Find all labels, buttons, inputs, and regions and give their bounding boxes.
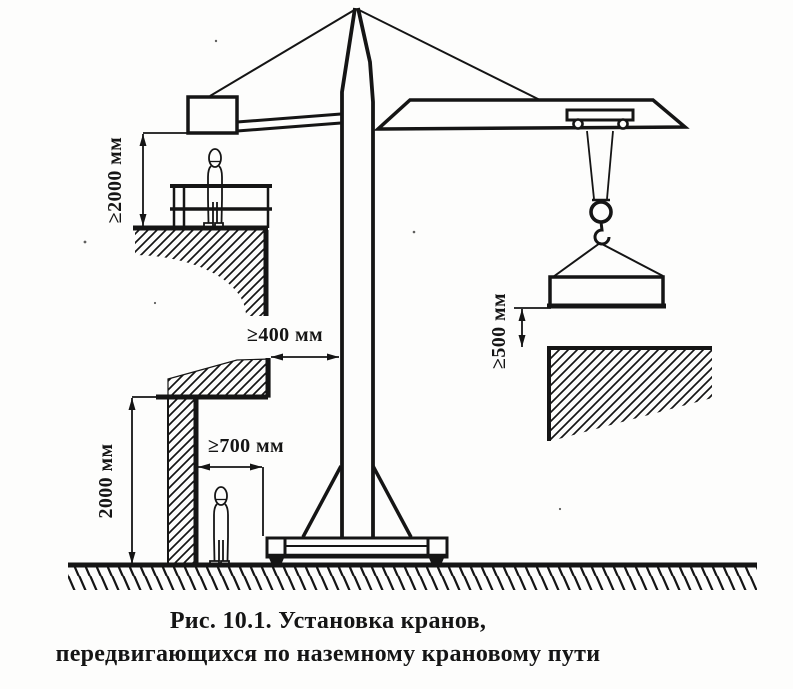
dim-label-wall-height: 2000 мм <box>95 443 117 518</box>
load-slings <box>552 242 664 278</box>
figure-caption: Рис. 10.1. Установка кранов, передвигающ… <box>56 608 601 667</box>
dimension-under-load: ≥500 мм <box>488 293 551 369</box>
platform-railing <box>170 184 272 228</box>
obstacle-below-load <box>547 346 712 441</box>
crane-mast <box>340 7 375 538</box>
dim-label-passage: ≥700 мм <box>208 435 284 457</box>
crane-base <box>265 465 449 565</box>
counter-jib <box>236 112 342 133</box>
building-overhang <box>132 358 271 400</box>
crane-jib <box>373 98 690 131</box>
caption-line-2: передвигающихся по наземному крановому п… <box>56 641 601 667</box>
person-on-ground <box>209 486 230 566</box>
jib-trolley <box>565 108 635 130</box>
dimension-wall-height: 2000 мм <box>95 398 136 564</box>
crane-top-cables <box>209 8 543 102</box>
ground <box>68 562 757 590</box>
building-upper <box>133 225 269 316</box>
dim-label-to-building: ≥400 мм <box>247 324 323 346</box>
person-on-platform <box>203 148 224 228</box>
hook-pulley <box>589 200 613 224</box>
counterweight-block <box>186 95 239 135</box>
suspended-load <box>547 275 666 309</box>
building-lower-wall <box>167 399 199 565</box>
dimension-passage: ≥700 мм <box>198 435 284 536</box>
scan-specks <box>83 39 654 511</box>
dimension-above-platform: ≥2000 мм <box>104 132 188 226</box>
dimension-to-building: ≥400 мм <box>247 324 339 361</box>
hoist-ropes <box>586 130 614 202</box>
dim-label-above-platform: ≥2000 мм <box>104 137 126 223</box>
hook-icon <box>593 221 611 246</box>
dim-label-under-load: ≥500 мм <box>488 293 510 369</box>
caption-line-1: Рис. 10.1. Установка кранов, <box>170 608 486 634</box>
